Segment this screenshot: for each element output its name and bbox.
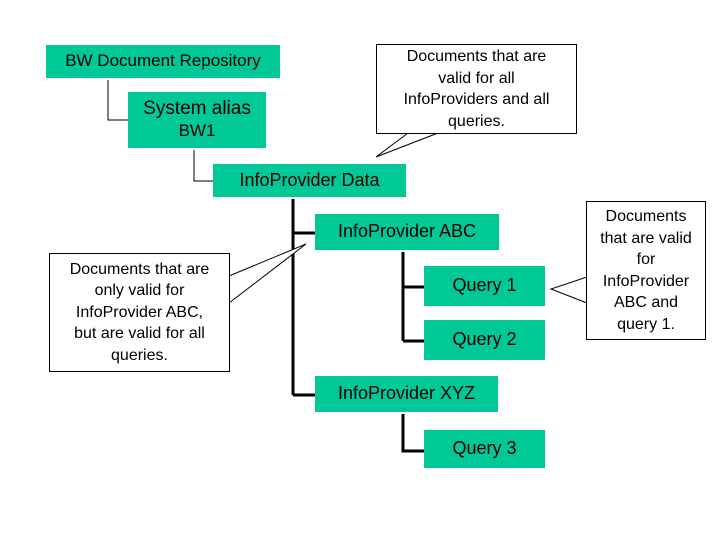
node-bw-document-repository: BW Document Repository [46,45,280,78]
connector-xyz-to-query3 [401,412,424,453]
callout-line: query 1. [617,315,675,333]
callout-line: Documents [605,208,687,225]
callout-line: valid for all [438,69,515,87]
callout-right-pointer [549,276,588,304]
node-infoprovider-xyz: InfoProvider XYZ [315,376,498,412]
callout-top-pointer [375,132,439,158]
node-label: InfoProvider Data [239,169,380,190]
callout-line: ABC and [613,294,679,311]
callout-line: Documents that are [406,48,547,65]
node-label: InfoProvider XYZ [337,383,476,404]
callout-valid-abc-query1: Documents that are valid for InfoProvide… [586,201,706,340]
node-infoprovider-data: InfoProvider Data [213,164,406,197]
node-query-3: Query 3 [424,430,545,468]
connector-alias-to-data [193,148,213,182]
connector-repository-to-alias [107,78,128,121]
callout-line: only valid for [94,282,185,300]
callout-line: queries. [448,112,505,130]
callout-valid-infoprovider-abc: Documents that are only valid for InfoPr… [49,253,230,372]
node-infoprovider-abc: InfoProvider ABC [315,214,499,250]
node-label: BW Document Repository [65,51,261,71]
callout-line: but are valid for all [74,325,205,343]
node-label: Query 2 [452,329,517,350]
callout-left-pointer [228,243,307,304]
callout-line: queries. [111,346,168,364]
callout-line: Documents that are [69,260,210,278]
callout-line: that are valid [600,229,692,247]
node-label-line1: System alias [143,98,251,120]
node-label: Query 1 [452,275,517,296]
node-system-alias: System alias BW1 [128,92,266,148]
callout-line: InfoProvider ABC, [75,303,204,321]
node-label: Query 3 [452,438,517,459]
node-query-1: Query 1 [424,266,545,306]
callout-valid-all-infoproviders: Documents that are valid for all InfoPro… [376,44,577,134]
node-label: InfoProvider ABC [337,221,477,242]
callout-line: InfoProvider [602,272,690,290]
callout-line: for [636,251,656,268]
node-label-line2: BW1 [178,121,216,141]
callout-line: InfoProviders and all [403,91,550,108]
node-query-2: Query 2 [424,320,545,360]
